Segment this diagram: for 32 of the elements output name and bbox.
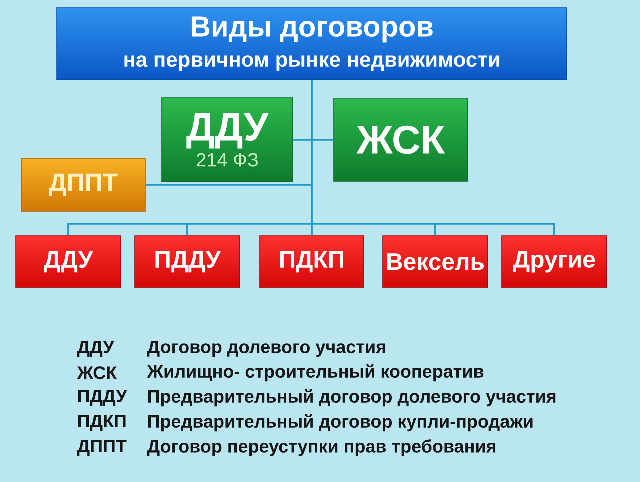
contract-box: ПДКП bbox=[260, 236, 364, 288]
abbreviation: ЖСК bbox=[77, 366, 118, 380]
connector-line bbox=[312, 223, 436, 225]
connector-line bbox=[311, 80, 313, 140]
connector-line bbox=[311, 185, 313, 224]
connector-line bbox=[146, 184, 312, 186]
contract-box: ПДДУ bbox=[134, 236, 240, 288]
connector-line bbox=[68, 223, 188, 236]
connector-line bbox=[188, 223, 312, 225]
abbreviation: ДДУ bbox=[77, 341, 114, 357]
connector-line bbox=[293, 139, 312, 141]
connector-line bbox=[186, 224, 188, 236]
definition: Жилищно- строительный кооператив bbox=[147, 364, 484, 382]
contract-box: ДДУ bbox=[16, 236, 122, 288]
category-box: ДППТ bbox=[21, 158, 146, 212]
connector-line bbox=[312, 139, 334, 141]
category-box: ЖСК bbox=[334, 98, 468, 182]
contract-box: Другие bbox=[502, 236, 608, 288]
abbreviation: ДППТ bbox=[77, 440, 127, 456]
connector-line bbox=[436, 223, 556, 236]
category-box: ДДУ 214 ФЗ bbox=[162, 98, 294, 182]
contract-box: Вексель bbox=[382, 236, 488, 288]
definition: Предварительный договор долевого участия bbox=[148, 389, 556, 407]
definition: Предварительный договор купли-продажи bbox=[148, 414, 533, 432]
definition: Договор переуступки прав требования bbox=[147, 440, 496, 456]
heading-box: Виды договоров на первичном рынке недвижимости bbox=[56, 8, 568, 80]
definition: Договор долевого участия bbox=[147, 340, 386, 358]
abbreviation: ПДДУ bbox=[78, 390, 128, 406]
connector-line bbox=[311, 140, 313, 185]
connector-line bbox=[311, 224, 313, 236]
connector-line bbox=[434, 224, 436, 236]
abbreviation: ПДКП bbox=[78, 415, 126, 431]
